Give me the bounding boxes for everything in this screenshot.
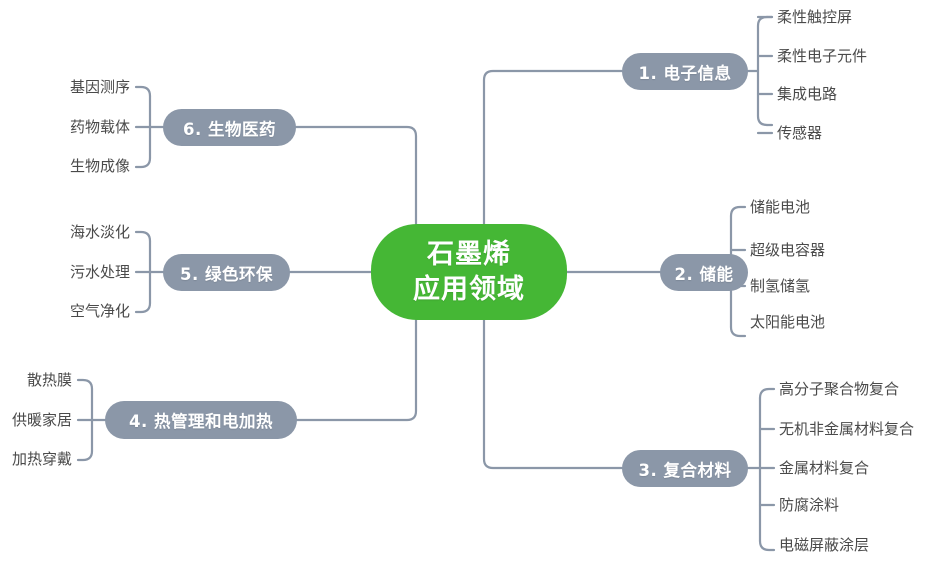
leaf-branch3-4[interactable]: 防腐涂料 bbox=[779, 496, 840, 514]
leaf-branch6-2[interactable]: 药物载体 bbox=[69, 118, 130, 136]
wire-branch5-leaf1 bbox=[134, 230, 152, 243]
leaf-branch4-1[interactable]: 散热膜 bbox=[26, 371, 72, 389]
leaf-branch4-3[interactable]: 加热穿戴 bbox=[11, 450, 72, 468]
leaf-branch3-2[interactable]: 无机非金属材料复合 bbox=[779, 420, 915, 438]
leaf-branch4-2[interactable]: 供暖家居 bbox=[11, 411, 72, 429]
wire-branch1-caps bbox=[765, 15, 774, 127]
leaf-branch1-2[interactable]: 柔性电子元件 bbox=[777, 47, 868, 65]
branch-node-3[interactable]: 3. 复合材料 bbox=[622, 450, 748, 487]
wire-center-branch-1 bbox=[482, 69, 624, 250]
leaf-branch3-3[interactable]: 金属材料复合 bbox=[779, 459, 870, 477]
leaf-branch2-3[interactable]: 制氢储氢 bbox=[750, 277, 811, 295]
leaf-branch5-2[interactable]: 污水处理 bbox=[69, 263, 130, 281]
branch-node-6-label: 6. 生物医药 bbox=[183, 119, 276, 139]
branch-node-1[interactable]: 1. 电子信息 bbox=[622, 53, 748, 90]
leaf-branch2-1[interactable]: 储能电池 bbox=[750, 198, 811, 216]
wire-branch2-leaf1 bbox=[729, 205, 747, 218]
wire-branch1-spine bbox=[756, 15, 769, 127]
leaf-branch1-1[interactable]: 柔性触控屏 bbox=[777, 8, 853, 26]
wire-branch3-leaf1 bbox=[758, 387, 776, 400]
center-node[interactable]: 石墨烯 应用领域 bbox=[371, 224, 567, 320]
branch-node-2-label: 2. 储能 bbox=[674, 264, 734, 284]
branch-node-2[interactable]: 2. 储能 bbox=[660, 254, 748, 291]
branch-node-5-label: 5. 绿色环保 bbox=[180, 264, 273, 284]
branch-node-3-label: 3. 复合材料 bbox=[638, 460, 732, 480]
center-node-line-2: 应用领域 bbox=[413, 274, 525, 305]
leaf-branch2-2[interactable]: 超级电容器 bbox=[750, 241, 826, 259]
branch-node-5[interactable]: 5. 绿色环保 bbox=[163, 254, 290, 291]
branch-node-6[interactable]: 6. 生物医药 bbox=[163, 109, 296, 146]
wire-branch6-leaf3 bbox=[134, 156, 152, 169]
center-node-line-1: 石墨烯 bbox=[427, 238, 511, 270]
wire-branch6-leaf1 bbox=[134, 85, 152, 98]
leaf-branch6-1[interactable]: 基因测序 bbox=[69, 78, 130, 96]
leaf-branch3-1[interactable]: 高分子聚合物复合 bbox=[779, 380, 900, 398]
branch-node-1-label: 1. 电子信息 bbox=[638, 63, 732, 83]
wire-center-branch-3 bbox=[482, 294, 624, 470]
wire-branch4-leaf3 bbox=[76, 449, 94, 462]
branch-node-4-label: 4. 热管理和电加热 bbox=[129, 412, 273, 431]
leaf-branch1-4[interactable]: 传感器 bbox=[777, 124, 823, 142]
leaf-branch5-1[interactable]: 海水淡化 bbox=[69, 223, 130, 241]
leaf-branch2-4[interactable]: 太阳能电池 bbox=[750, 313, 826, 331]
wire-branch3-leaf5 bbox=[758, 539, 776, 552]
leaf-branch3-5[interactable]: 电磁屏蔽涂层 bbox=[779, 536, 870, 554]
wire-branch4-leaf1 bbox=[76, 378, 94, 391]
leaf-branch1-3[interactable]: 集成电路 bbox=[777, 85, 838, 103]
leaf-branch6-3[interactable]: 生物成像 bbox=[69, 157, 130, 175]
branch-node-4[interactable]: 4. 热管理和电加热 bbox=[105, 401, 297, 439]
leaf-branch5-3[interactable]: 空气净化 bbox=[69, 302, 130, 320]
wire-branch2-leaf4 bbox=[729, 325, 747, 338]
wire-branch5-leaf3 bbox=[134, 301, 152, 314]
